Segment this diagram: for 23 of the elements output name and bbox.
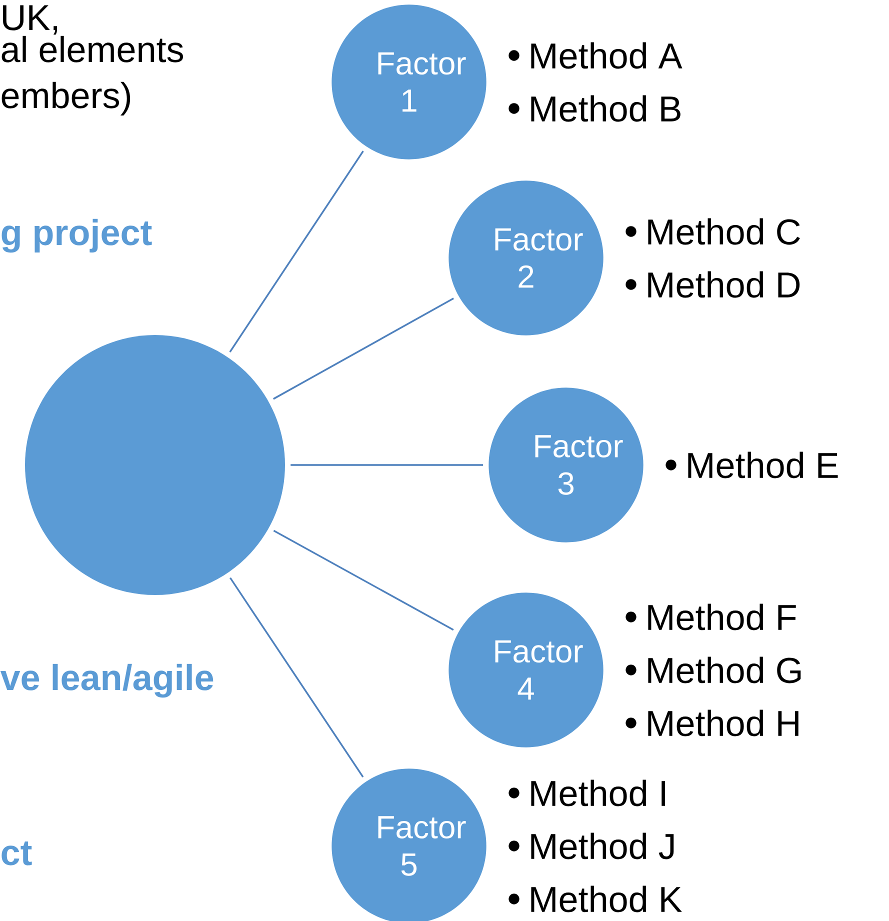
method-text: Method A: [531, 42, 682, 69]
method-text: Method D: [648, 271, 800, 298]
connector-line: [273, 530, 454, 631]
method-text: Method E: [688, 452, 838, 478]
text-fragment: embers): [2, 82, 130, 116]
center-circle: [25, 335, 285, 595]
method-text: Method J: [531, 832, 674, 860]
method-text: Method K: [531, 886, 682, 912]
method-text: Method H: [648, 710, 798, 736]
text-fragment: UK,: [3, 5, 58, 35]
connector-line: [273, 298, 454, 400]
method-text: Method C: [648, 218, 800, 245]
connector-line: [290, 464, 484, 466]
text-fragment: ct: [2, 842, 32, 866]
text-fragment: g project: [2, 218, 152, 253]
connector-line: [229, 150, 364, 352]
method-text: Method F: [648, 604, 796, 630]
text-fragment: ve lean/agile: [0, 664, 214, 698]
connector-line: [230, 577, 364, 778]
method-text: Method G: [648, 656, 801, 684]
method-text: Method I: [531, 780, 665, 806]
text-fragment: al elements: [2, 36, 183, 62]
method-text: Method B: [531, 95, 680, 122]
